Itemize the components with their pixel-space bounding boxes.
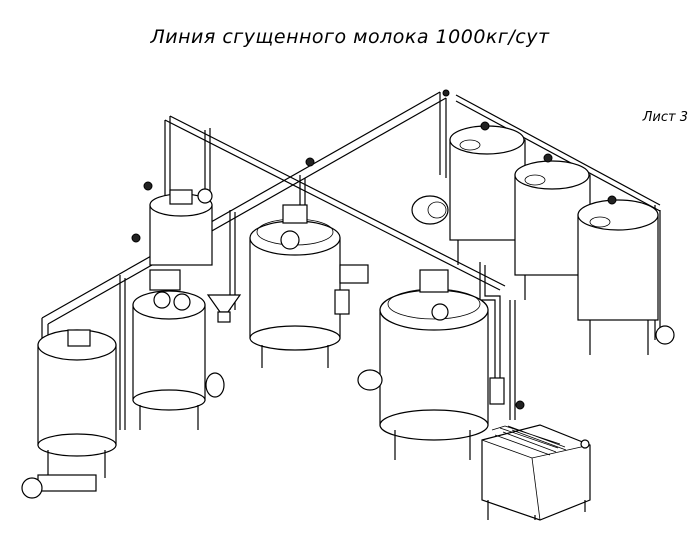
- tank-front-left: [21, 329, 117, 499]
- drawing-title: Линия сгущенного молока 1000кг/сут: [150, 26, 550, 48]
- main-evaporator-tank: [357, 269, 489, 460]
- valves: [131, 89, 617, 410]
- separator-motor: [411, 195, 449, 225]
- sheet-label: Лист 3: [642, 110, 688, 125]
- vacuum-tank-center: [249, 204, 369, 368]
- cooling-unit: [481, 377, 591, 521]
- storage-tank-3: [577, 199, 675, 355]
- tank-left-middle: [132, 269, 225, 430]
- hopper: [206, 294, 242, 323]
- storage-tank-1: [449, 125, 526, 265]
- tank-back-left: [149, 188, 213, 266]
- pipework: [41, 91, 661, 430]
